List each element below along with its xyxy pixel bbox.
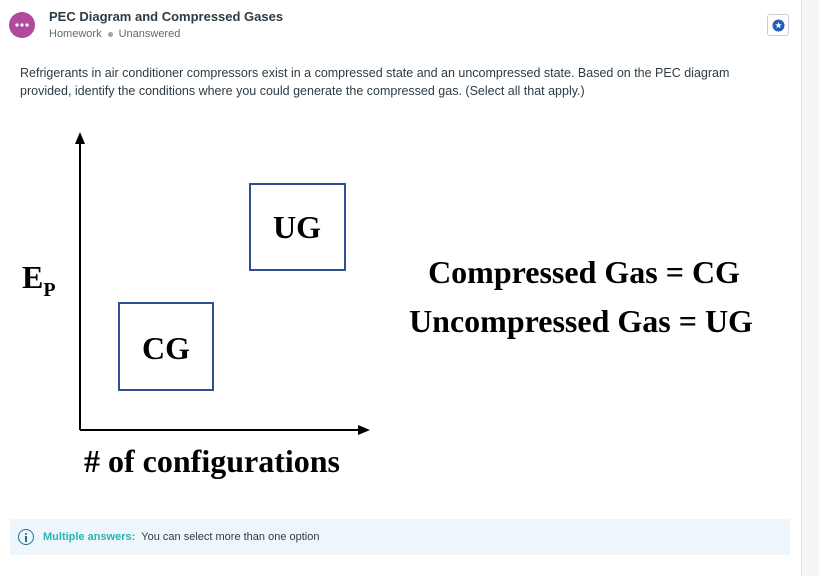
x-axis-label: # of configurations [84,443,340,479]
chat-bubble-icon [9,12,35,38]
x-axis-arrow [358,425,370,435]
question-text: Refrigerants in air conditioner compress… [20,66,730,98]
multiple-answers-notice: Multiple answers: You can select more th… [10,519,790,555]
pec-diagram: EP # of configurations UG CG Compressed … [0,120,801,500]
notice-heading: Multiple answers: [43,531,136,543]
legend-compressed: Compressed Gas = CG [428,254,740,290]
legend-uncompressed: Uncompressed Gas = UG [409,303,753,339]
cg-box [118,302,214,391]
y-axis-label: EP [22,259,56,301]
question-card: PEC Diagram and Compressed Gases Homewor… [0,9,801,555]
cg-box-label: CG [142,330,190,366]
info-icon [18,529,34,545]
page-title: PEC Diagram and Compressed Gases [49,9,284,24]
y-axis-arrow [75,132,85,144]
status-badge: Unanswered [118,28,181,40]
pin-button[interactable] [767,14,789,36]
ug-box-label: UG [273,209,321,245]
separator-dot [107,31,113,37]
question-meta: Homework Unanswered [49,28,180,40]
notice-text: You can select more than one option [141,531,320,543]
scrollbar-rail[interactable] [801,0,819,576]
question-type: Homework [49,28,102,40]
ug-box [249,183,346,271]
pin-icon [772,19,785,32]
